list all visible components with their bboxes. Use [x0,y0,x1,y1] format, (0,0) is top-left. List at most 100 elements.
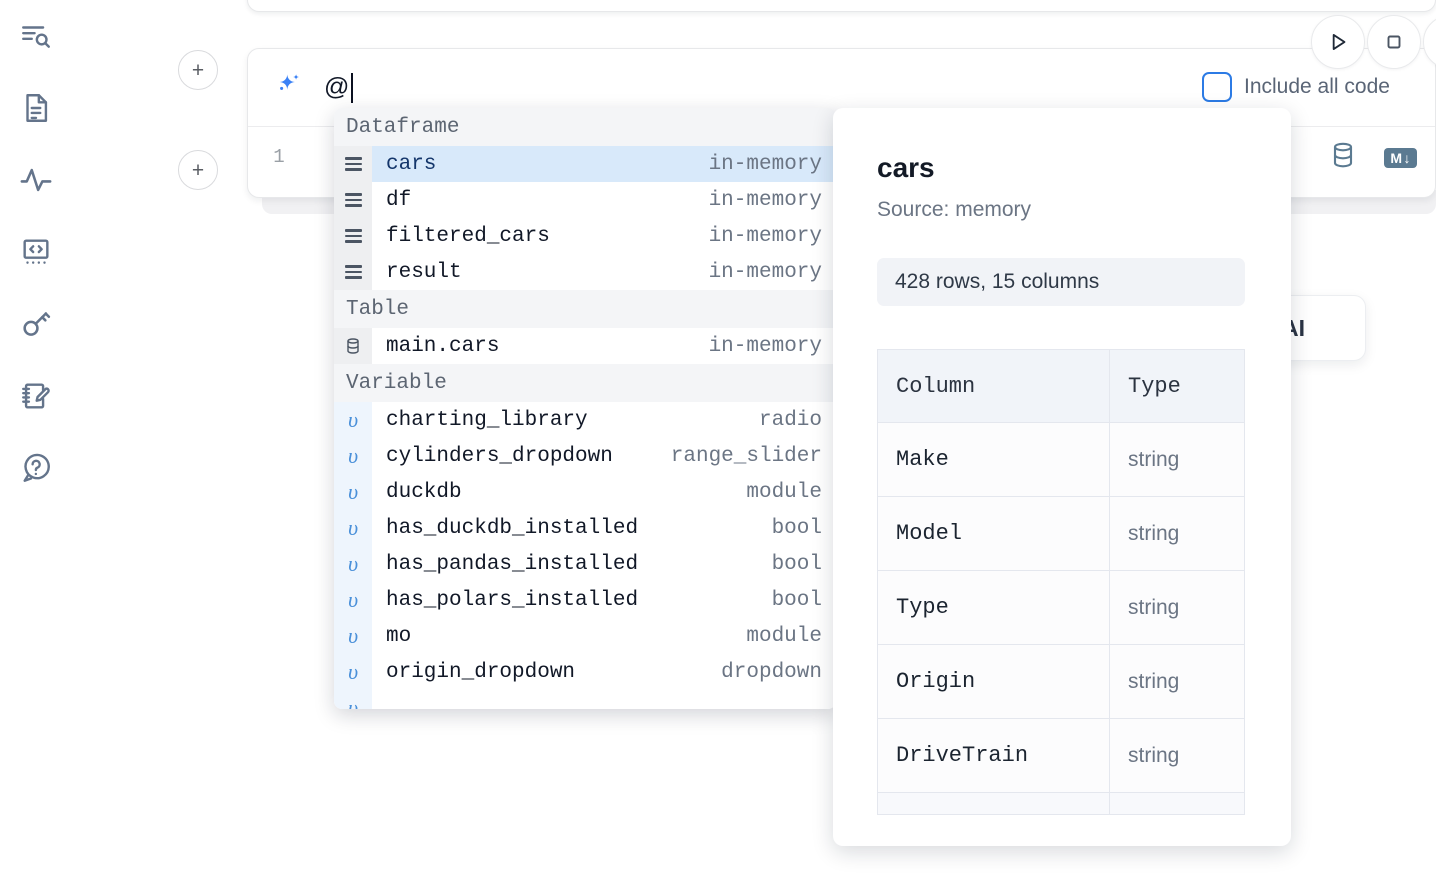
detail-shape-badge: 428 rows, 15 columns [877,258,1245,306]
detail-column-type: string [1109,422,1245,497]
autocomplete-item-name: filtered_cars [386,224,550,248]
autocomplete-group-header: Dataframe [334,108,836,146]
detail-col-header-type: Type [1109,349,1245,423]
autocomplete-group-header: Variable [334,364,836,402]
code-brackets-icon[interactable] [14,230,58,274]
activity-pulse-icon[interactable] [14,158,58,202]
autocomplete-group-header: Table [334,290,836,328]
autocomplete-item-meta: range_slider [670,444,822,468]
autocomplete-item-name: origin_dropdown [386,660,576,684]
autocomplete-item-body [372,690,836,709]
explore-search-icon[interactable] [14,14,58,58]
detail-column-type [1109,792,1245,815]
document-icon[interactable] [14,86,58,130]
autocomplete-item-meta: module [746,480,822,504]
autocomplete-item-body: mo module [372,618,836,654]
code-line-number: 1 [273,146,285,168]
autocomplete-item[interactable]: main.cars in-memory [334,328,836,364]
add-cell-below-button[interactable]: + [178,150,218,190]
autocomplete-item[interactable]: result in-memory [334,254,836,290]
run-cell-button[interactable] [1311,15,1365,69]
detail-title: cars [877,152,935,183]
key-icon[interactable] [14,302,58,346]
autocomplete-item-meta: dropdown [721,660,822,684]
sparkle-ai-icon [270,71,304,105]
detail-column-type: string [1109,644,1245,719]
markdown-badge-arrow: ↓ [1403,149,1411,166]
left-icon-rail [0,0,72,874]
autocomplete-item-name: main.cars [386,334,500,358]
variable-icon: υ [334,510,372,546]
detail-column-name: Type [877,570,1110,645]
detail-column-type: string [1109,718,1245,793]
detail-table-row-partial [877,792,1245,815]
cell-output-icons: M↓ [1328,140,1417,175]
autocomplete-item-meta: in-memory [708,334,822,358]
variable-icon: υ [334,582,372,618]
autocomplete-item-meta: bool [771,516,822,540]
autocomplete-item-meta: in-memory [708,188,822,212]
dataframe-rows-icon [334,218,372,254]
autocomplete-item[interactable]: υ cylinders_dropdown range_slider [334,438,836,474]
include-all-code-label: Include all code [1244,75,1390,98]
autocomplete-item-body: main.cars in-memory [372,328,836,364]
markdown-badge-icon[interactable]: M↓ [1384,147,1417,168]
autocomplete-item-name: charting_library [386,408,588,432]
autocomplete-item-name: cylinders_dropdown [386,444,613,468]
autocomplete-item-partial[interactable]: υ [334,690,836,709]
add-cell-plus-label: + [191,158,205,182]
autocomplete-item[interactable]: filtered_cars in-memory [334,218,836,254]
autocomplete-item-name: result [386,260,462,284]
detail-column-name [877,792,1110,815]
autocomplete-item-meta: module [746,624,822,648]
stop-cell-button[interactable] [1367,15,1421,69]
variable-icon: υ [334,690,372,709]
include-all-code-row[interactable]: Include all code [1202,72,1390,102]
dataframe-detail-panel: cars Source: memory 428 rows, 15 columns… [833,108,1291,846]
dataframe-rows-icon [334,182,372,218]
add-cell-plus-label: + [191,58,205,82]
detail-column-name: Origin [877,644,1110,719]
autocomplete-item-meta: in-memory [708,260,822,284]
previous-cell-card [247,0,1436,12]
code-editor-row: 1 M↓ [248,128,1435,198]
variable-icon: υ [334,402,372,438]
autocomplete-item-body: origin_dropdown dropdown [372,654,836,690]
variable-icon: υ [334,438,372,474]
add-cell-above-button[interactable]: + [178,50,218,90]
database-table-icon [334,328,372,364]
notebook-edit-icon[interactable] [14,374,58,418]
detail-column-type: string [1109,570,1245,645]
ai-prompt-input[interactable]: @ [324,49,1435,126]
include-all-code-checkbox[interactable] [1202,72,1232,102]
detail-col-header-column: Column [877,349,1110,423]
markdown-badge-label: M [1390,149,1403,166]
autocomplete-item-body: filtered_cars in-memory [372,218,836,254]
detail-column-name: Make [877,422,1110,497]
autocomplete-item-name: cars [386,152,437,176]
autocomplete-item-meta: in-memory [708,224,822,248]
autocomplete-item-name: mo [386,624,412,648]
database-icon[interactable] [1328,140,1358,175]
help-chat-icon[interactable] [14,446,58,490]
